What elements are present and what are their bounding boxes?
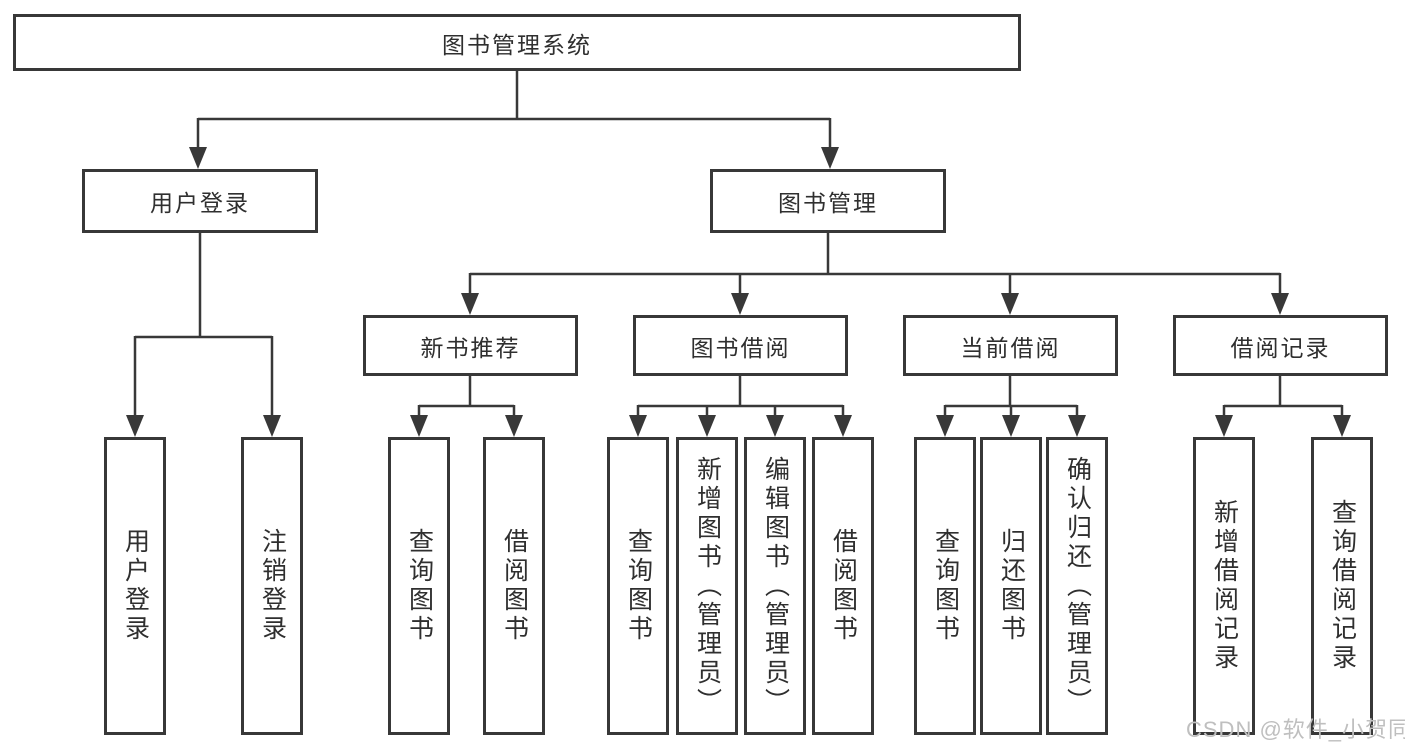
leaf-query-books-recommend: 查询图书 xyxy=(388,437,450,735)
arrowhead xyxy=(263,415,281,437)
node-root-library-management-system: 图书管理系统 xyxy=(13,14,1021,71)
connector-current-borrow-to-leaves xyxy=(943,376,1079,418)
leaf-edit-books-admin-label: 编辑图书（管理员） xyxy=(761,455,790,717)
arrowhead xyxy=(834,415,852,437)
leaf-user-login-label: 用户登录 xyxy=(121,528,150,644)
leaf-query-borrow-record-label: 查询借阅记录 xyxy=(1328,499,1357,673)
arrowhead xyxy=(189,147,207,169)
leaf-borrow-books: 借阅图书 xyxy=(812,437,874,735)
leaf-confirm-return-admin-label: 确认归还（管理员） xyxy=(1063,455,1092,717)
leaf-borrow-books-recommend-label: 借阅图书 xyxy=(500,528,529,644)
arrowhead xyxy=(821,147,839,169)
connector-root-to-level1 xyxy=(196,71,832,150)
node-borrow-records: 借阅记录 xyxy=(1173,315,1388,376)
leaf-add-books-admin-label: 新增图书（管理员） xyxy=(693,455,722,717)
leaf-edit-books-admin: 编辑图书（管理员） xyxy=(744,437,806,735)
leaf-add-borrow-record-label: 新增借阅记录 xyxy=(1210,499,1239,673)
leaf-query-books-borrow: 查询图书 xyxy=(607,437,669,735)
arrowhead xyxy=(1001,293,1019,315)
connector-borrow-records-to-leaves xyxy=(1222,376,1344,418)
node-borrow-records-label: 借阅记录 xyxy=(1230,334,1331,361)
leaf-confirm-return-admin: 确认归还（管理员） xyxy=(1046,437,1108,735)
node-new-book-recommend: 新书推荐 xyxy=(363,315,578,376)
leaf-borrow-books-label: 借阅图书 xyxy=(829,528,858,644)
leaf-query-books-recommend-label: 查询图书 xyxy=(405,528,434,644)
node-book-borrow-label: 图书借阅 xyxy=(690,334,791,361)
leaf-add-borrow-record: 新增借阅记录 xyxy=(1193,437,1255,735)
leaf-borrow-books-recommend: 借阅图书 xyxy=(483,437,545,735)
leaf-add-books-admin: 新增图书（管理员） xyxy=(676,437,738,735)
arrowhead xyxy=(1271,293,1289,315)
arrowhead xyxy=(629,415,647,437)
connector-user-login-to-leaves xyxy=(133,233,274,418)
connector-new-book-recommend-to-leaves xyxy=(417,376,516,418)
leaf-query-books-borrow-label: 查询图书 xyxy=(624,528,653,644)
node-book-management: 图书管理 xyxy=(710,169,946,233)
node-current-borrow: 当前借阅 xyxy=(903,315,1118,376)
arrowhead xyxy=(461,293,479,315)
arrowhead xyxy=(766,415,784,437)
node-book-borrow: 图书借阅 xyxy=(633,315,848,376)
node-user-login-label: 用户登录 xyxy=(150,190,250,216)
leaf-query-borrow-record: 查询借阅记录 xyxy=(1311,437,1373,735)
leaf-query-books-current-label: 查询图书 xyxy=(931,528,960,644)
leaf-user-login: 用户登录 xyxy=(104,437,166,735)
arrowhead xyxy=(731,293,749,315)
arrowhead xyxy=(410,415,428,437)
connector-book-borrow-to-leaves xyxy=(636,376,845,418)
node-book-management-label: 图书管理 xyxy=(778,190,878,216)
node-user-login: 用户登录 xyxy=(82,169,318,233)
arrowhead xyxy=(505,415,523,437)
leaf-return-books-label: 归还图书 xyxy=(997,528,1026,644)
leaf-return-books: 归还图书 xyxy=(980,437,1042,735)
node-current-borrow-label: 当前借阅 xyxy=(960,334,1061,361)
arrowhead xyxy=(1215,415,1233,437)
arrowhead xyxy=(1002,415,1020,437)
leaf-logout: 注销登录 xyxy=(241,437,303,735)
connector-book-management-to-level2 xyxy=(468,233,1282,296)
arrowhead xyxy=(1068,415,1086,437)
node-new-book-recommend-label: 新书推荐 xyxy=(420,334,521,361)
leaf-logout-label: 注销登录 xyxy=(258,528,287,644)
arrowhead xyxy=(126,415,144,437)
arrowhead xyxy=(1333,415,1351,437)
node-root-label: 图书管理系统 xyxy=(442,31,592,58)
csdn-watermark: CSDN @软件_小贺同学 xyxy=(1186,717,1405,742)
arrowhead xyxy=(698,415,716,437)
leaf-query-books-current: 查询图书 xyxy=(914,437,976,735)
arrowhead xyxy=(936,415,954,437)
